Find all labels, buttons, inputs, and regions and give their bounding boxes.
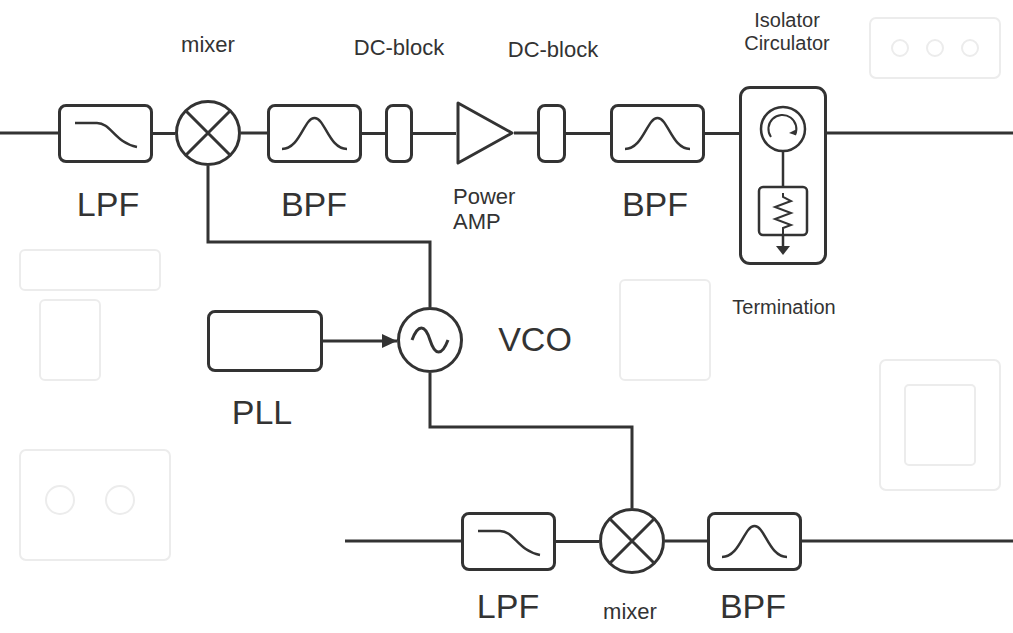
faint-board bbox=[20, 250, 160, 290]
power-amplifier: Power AMP bbox=[456, 101, 514, 165]
faint-connector bbox=[106, 486, 134, 514]
power-amplifier-graphic bbox=[456, 101, 514, 165]
dc-block-graphic bbox=[388, 107, 410, 160]
band-pass-filter: BPF bbox=[707, 512, 802, 571]
signal-wire bbox=[556, 540, 599, 543]
signal-wire bbox=[241, 132, 267, 135]
ground-symbol bbox=[776, 246, 790, 255]
pll-box: PLL bbox=[207, 310, 323, 372]
termination-lead bbox=[782, 151, 785, 187]
signal-wire bbox=[413, 132, 456, 135]
signal-wire bbox=[705, 132, 739, 135]
faint-board bbox=[880, 360, 1000, 490]
input-wire bbox=[0, 132, 58, 135]
circulator-arrow bbox=[768, 115, 796, 137]
faint-connector bbox=[927, 40, 943, 56]
faint-module bbox=[40, 300, 100, 380]
signal-wire bbox=[362, 132, 385, 135]
signal-wire bbox=[323, 340, 397, 343]
low-pass-filter-graphic bbox=[61, 107, 150, 160]
signal-wire bbox=[566, 132, 610, 135]
band-pass-filter-graphic bbox=[710, 515, 799, 568]
block-label: BPF bbox=[281, 185, 347, 224]
faint-module bbox=[620, 280, 710, 380]
bandpass-curve bbox=[625, 118, 690, 149]
faint-connector bbox=[962, 40, 978, 56]
block-label: DC-block bbox=[508, 37, 598, 62]
circle-outline bbox=[601, 510, 664, 573]
faint-chip bbox=[905, 385, 975, 465]
faint-connector bbox=[892, 40, 908, 56]
low-pass-filter: LPF bbox=[58, 104, 153, 163]
vco-symbol: VCO bbox=[397, 307, 463, 373]
ground-lead bbox=[782, 235, 785, 247]
dc-block: DC-block bbox=[385, 104, 413, 163]
circle-outline bbox=[399, 309, 462, 372]
block-label: mixer bbox=[603, 599, 657, 624]
amplifier-triangle bbox=[458, 103, 512, 163]
dc-block-graphic bbox=[540, 107, 563, 160]
block-label: PLL bbox=[232, 393, 293, 432]
band-pass-filter: BPF bbox=[267, 104, 362, 163]
block-label: mixer bbox=[181, 32, 235, 57]
mixer-cross bbox=[611, 520, 654, 563]
block-label: Isolator Circulator bbox=[722, 9, 852, 55]
dc-block: DC-block bbox=[537, 104, 566, 163]
mixer-symbol-graphic bbox=[175, 100, 241, 166]
faint-connector bbox=[46, 486, 74, 514]
signal-wire bbox=[665, 540, 707, 543]
block-label: Power AMP bbox=[453, 184, 533, 235]
mixer-symbol: mixer bbox=[175, 100, 241, 166]
circulator-ring bbox=[761, 107, 805, 151]
band-pass-filter: BPF bbox=[610, 104, 705, 163]
sine-wave bbox=[412, 328, 448, 352]
block-label: BPF bbox=[720, 587, 786, 626]
isolator-circulator-graphic bbox=[742, 89, 824, 262]
signal-wire bbox=[430, 373, 632, 508]
vco-symbol-graphic bbox=[397, 307, 463, 373]
circulator-arrowhead bbox=[789, 129, 797, 135]
signal-wire bbox=[208, 166, 430, 307]
output-wire bbox=[802, 540, 1013, 543]
band-pass-filter-graphic bbox=[613, 107, 702, 160]
low-pass-filter-graphic bbox=[464, 515, 553, 568]
block-label: LPF bbox=[77, 185, 139, 224]
circle-outline bbox=[177, 102, 240, 165]
mixer-symbol: mixer bbox=[599, 508, 665, 574]
block-label: LPF bbox=[477, 587, 539, 626]
faint-board bbox=[20, 450, 170, 560]
lowpass-curve bbox=[478, 531, 540, 555]
block-label: DC-block bbox=[354, 35, 444, 60]
bandpass-curve bbox=[282, 118, 347, 149]
signal-wire bbox=[514, 132, 537, 135]
block-label: BPF bbox=[622, 185, 688, 224]
low-pass-filter: LPF bbox=[461, 512, 556, 571]
band-pass-filter-graphic bbox=[270, 107, 359, 160]
block-label: VCO bbox=[498, 320, 572, 359]
signal-wire bbox=[153, 132, 175, 135]
mixer-cross bbox=[187, 112, 230, 155]
pll-box-graphic bbox=[210, 313, 320, 369]
input-wire bbox=[345, 540, 461, 543]
bandpass-curve bbox=[722, 526, 787, 557]
isolator-circulator: Isolator CirculatorTermination bbox=[739, 86, 827, 265]
output-wire bbox=[827, 132, 1013, 135]
mixer-symbol-graphic bbox=[599, 508, 665, 574]
resistor-symbol bbox=[775, 193, 791, 235]
block-label: Termination bbox=[732, 296, 835, 319]
resistor-box bbox=[759, 187, 807, 235]
lowpass-curve bbox=[75, 123, 137, 147]
faint-board bbox=[870, 18, 1000, 78]
